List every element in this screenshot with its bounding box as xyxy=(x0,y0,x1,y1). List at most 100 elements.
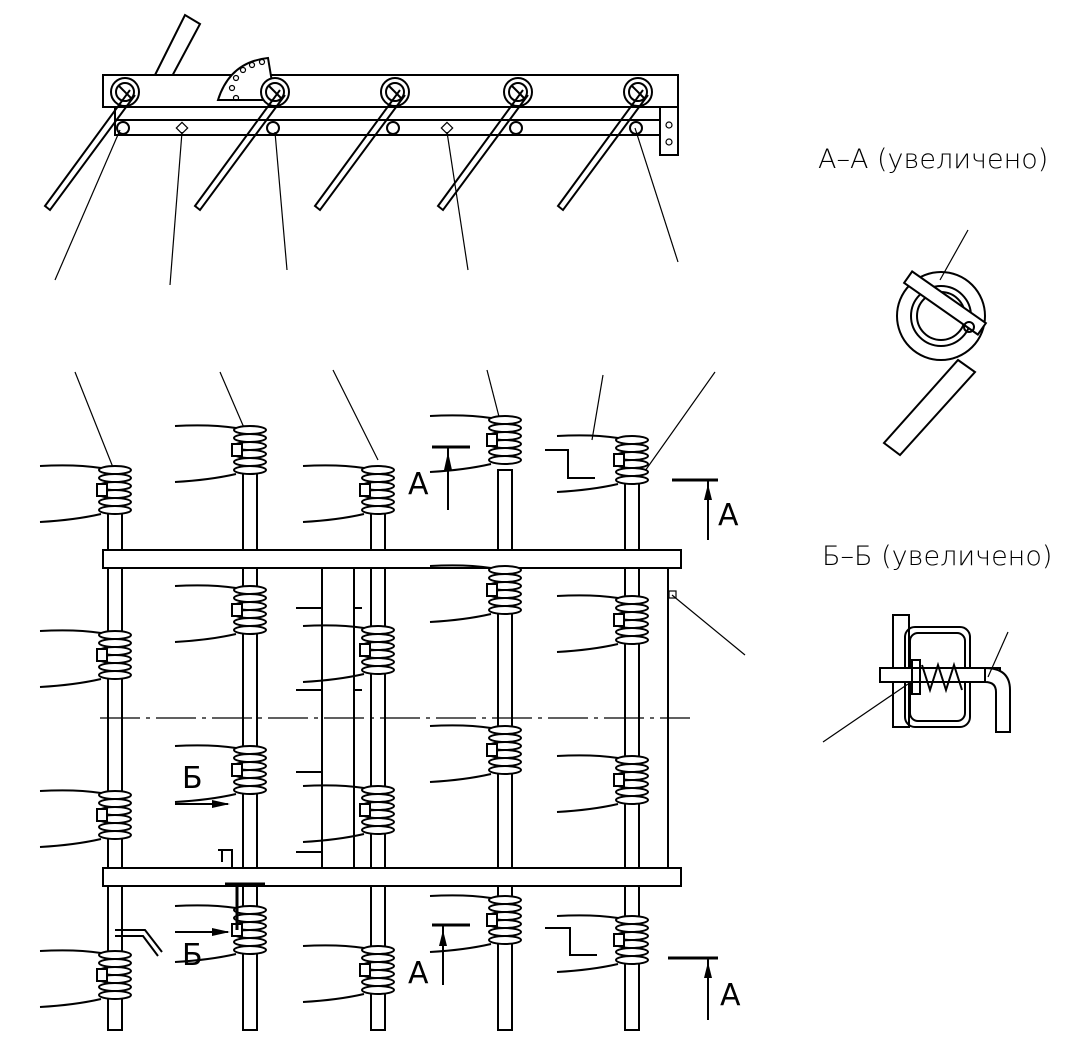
spring-coil xyxy=(361,665,395,675)
section-bb-detail: Б–Б (увеличено) xyxy=(822,541,1052,743)
tine-top xyxy=(174,424,237,429)
spring-coil xyxy=(488,927,522,937)
spring-coil xyxy=(615,467,649,477)
spring-clip xyxy=(96,483,108,497)
tine-bottom xyxy=(302,993,365,1003)
tine-bottom xyxy=(556,643,619,653)
spring-coil xyxy=(488,903,522,913)
spring-coil xyxy=(361,793,395,803)
spring-coil xyxy=(488,597,522,607)
side-bolt xyxy=(629,121,643,135)
side-tine xyxy=(556,89,649,212)
tine-bottom xyxy=(39,998,102,1008)
tine-bottom xyxy=(302,833,365,843)
spring-coil xyxy=(488,455,522,465)
spring-coil xyxy=(361,633,395,643)
tine-top xyxy=(429,724,492,729)
side-view-tines xyxy=(43,77,653,212)
plan-view: А А А А Б Б xyxy=(39,369,746,1031)
tine-bottom xyxy=(39,678,102,688)
spring-coil xyxy=(615,795,649,805)
spring-coil xyxy=(488,757,522,767)
spring-coil xyxy=(615,627,649,637)
tine-bottom xyxy=(556,483,619,493)
spring-coil xyxy=(98,958,132,968)
tine-top xyxy=(302,464,365,469)
spring-clip xyxy=(96,968,108,982)
tine-top xyxy=(174,744,237,749)
spring-coil xyxy=(615,923,649,933)
spring-coil xyxy=(98,982,132,992)
spring-coil xyxy=(488,895,522,905)
spring-clip xyxy=(359,643,371,657)
tine-top xyxy=(302,784,365,789)
plan-view-tines xyxy=(39,414,649,1008)
spring-clip xyxy=(359,803,371,817)
spring-coil xyxy=(98,505,132,515)
section-a-label-bottom-right: А xyxy=(720,978,741,1013)
spring-coil xyxy=(615,947,649,957)
spring-coil xyxy=(615,755,649,765)
side-tine xyxy=(313,89,406,212)
spring-coil xyxy=(233,913,267,923)
spring-coil xyxy=(233,937,267,947)
spring-coil xyxy=(615,635,649,645)
spring-coil xyxy=(98,950,132,960)
tine-bottom xyxy=(429,773,492,783)
spring-coil xyxy=(615,955,649,965)
tine-top xyxy=(39,629,102,634)
tine-bottom xyxy=(174,953,237,963)
side-coil-inner xyxy=(385,82,405,102)
tine-bottom xyxy=(39,513,102,523)
spring-clip xyxy=(231,603,243,617)
tine-top xyxy=(429,564,492,569)
spring-coil xyxy=(488,447,522,457)
spring-clip xyxy=(359,483,371,497)
side-bolt xyxy=(386,121,400,135)
spring-coil xyxy=(615,435,649,445)
spring-coil xyxy=(98,798,132,808)
side-coil-inner xyxy=(508,82,528,102)
spring-clip xyxy=(96,808,108,822)
spring-coil xyxy=(361,817,395,827)
tine-bottom xyxy=(429,613,492,623)
spring-clip xyxy=(486,743,498,757)
spring-coil xyxy=(361,785,395,795)
spring-coil xyxy=(233,617,267,627)
tine-top xyxy=(174,584,237,589)
tine-top xyxy=(556,594,619,599)
spring-coil xyxy=(361,953,395,963)
tine-top xyxy=(39,464,102,469)
tine-bottom xyxy=(556,803,619,813)
spring-coil xyxy=(488,733,522,743)
spring-coil xyxy=(615,787,649,797)
spring-coil xyxy=(361,505,395,515)
spring-coil xyxy=(615,603,649,613)
spring-coil xyxy=(361,657,395,667)
section-mark-a-top: А А xyxy=(408,445,739,540)
spring-coil xyxy=(233,433,267,443)
spring-coil xyxy=(361,473,395,483)
frame-front-bar xyxy=(102,549,682,569)
side-coil-inner xyxy=(628,82,648,102)
spring-coil xyxy=(615,475,649,485)
spring-coil xyxy=(233,785,267,795)
tine-top xyxy=(302,624,365,629)
spring-clip xyxy=(613,933,625,947)
spring-coil xyxy=(361,497,395,507)
spring-coil xyxy=(615,915,649,925)
spring-coil xyxy=(98,662,132,672)
tine-top xyxy=(556,754,619,759)
spring-clip xyxy=(613,613,625,627)
spring-clip xyxy=(486,913,498,927)
side-coil-slot xyxy=(511,85,525,99)
spring-coil xyxy=(233,905,267,915)
tine-bottom xyxy=(429,943,492,953)
spring-coil xyxy=(233,585,267,595)
tine-top xyxy=(39,949,102,954)
spring-coil xyxy=(98,790,132,800)
side-tine xyxy=(43,89,136,212)
spring-clip xyxy=(231,443,243,457)
side-bolt xyxy=(509,121,523,135)
